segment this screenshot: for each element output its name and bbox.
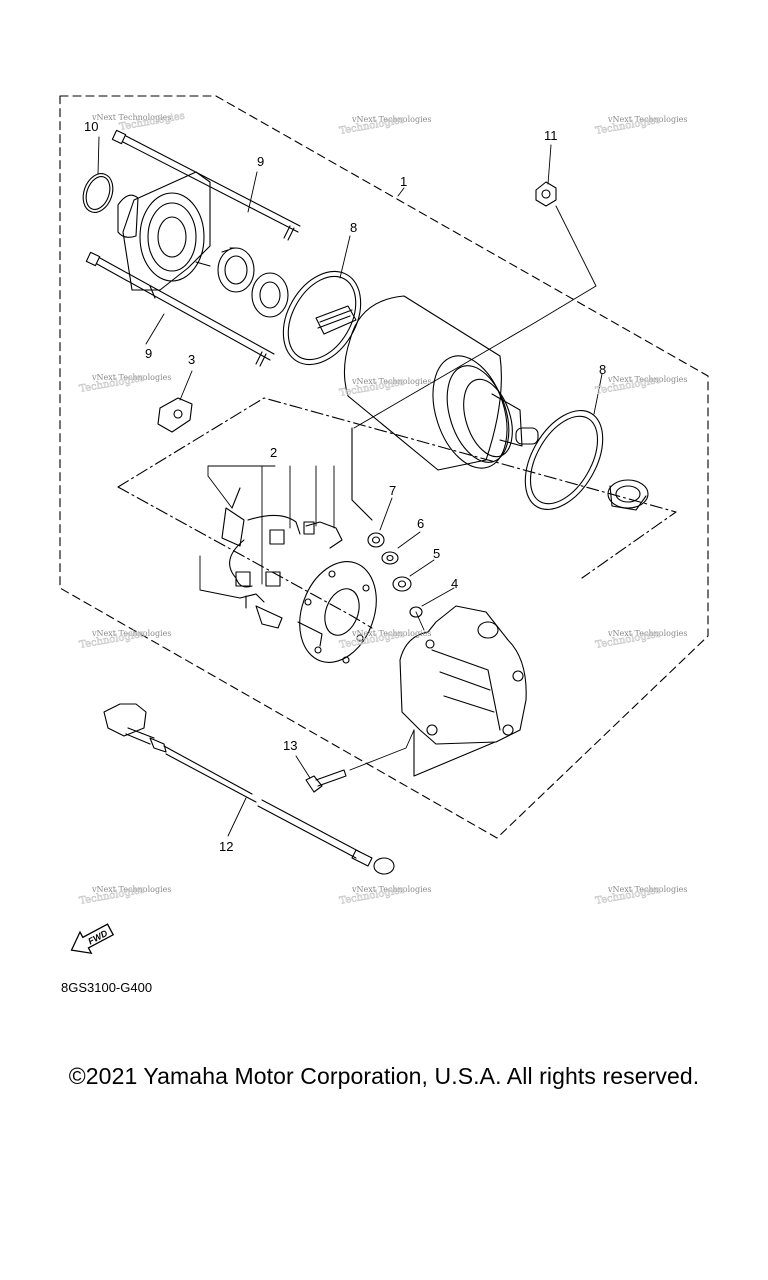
- rear-cover: [399, 605, 527, 745]
- callout-2: 2: [270, 445, 277, 460]
- svg-text:vNext Technologies: vNext Technologies: [91, 885, 171, 894]
- rear-bearing: [607, 479, 649, 511]
- oil-seal: [251, 272, 289, 318]
- svg-text:vNext Technologies: vNext Technologies: [607, 375, 687, 384]
- leader-lines: [97, 136, 603, 837]
- o-ring-8-rear: [524, 410, 604, 510]
- svg-text:vNext Technologies: vNext Technologies: [91, 629, 171, 638]
- copyright-notice: ©2021 Yamaha Motor Corporation, U.S.A. A…: [68, 1063, 700, 1089]
- assembly-boundary: [59, 95, 709, 839]
- front-cover: [117, 171, 211, 299]
- brush-set: [221, 487, 343, 647]
- svg-text:vNext Technologies: vNext Technologies: [351, 377, 431, 386]
- o-ring-10: [82, 173, 114, 213]
- brush-plate: [299, 561, 377, 664]
- needle-bearing: [217, 247, 255, 293]
- callout-1: 1: [400, 174, 407, 189]
- washer-6: [381, 551, 399, 565]
- fwd-arrow-icon: FWD: [70, 923, 115, 955]
- callout-8-front: 8: [350, 220, 357, 235]
- callout-10: 10: [84, 119, 98, 134]
- callout-3: 3: [188, 352, 195, 367]
- svg-text:vNext Technologies: vNext Technologies: [607, 115, 687, 124]
- callout-7: 7: [389, 483, 396, 498]
- svg-text:vNext Technologies: vNext Technologies: [607, 629, 687, 638]
- watermarks: vNext Technologies Technologies vNext Te…: [78, 110, 687, 907]
- through-bolt-lower: [85, 251, 275, 367]
- leader-frame-2: [413, 729, 496, 777]
- callout-8-rear: 8: [599, 362, 606, 377]
- diagram-code: 8GS3100-G400: [61, 980, 153, 995]
- svg-text:vNext Technologies: vNext Technologies: [351, 885, 431, 894]
- svg-text:vNext Technologies: vNext Technologies: [351, 115, 431, 124]
- nut-7: [367, 532, 385, 548]
- callout-labels: 1 2 3 4 5 6 7 8 8 9 9 10 11 12 13: [84, 119, 606, 854]
- brush-holder-outline: [117, 397, 677, 629]
- callout-12: 12: [219, 839, 233, 854]
- callout-11: 11: [544, 128, 558, 143]
- washer-5: [392, 576, 412, 592]
- through-bolt-upper: [111, 129, 301, 241]
- callout-5: 5: [433, 546, 440, 561]
- armature-yoke: [315, 295, 539, 471]
- nut-11: [535, 181, 557, 207]
- screw-13: [305, 769, 347, 793]
- o-ring-4: [409, 606, 423, 618]
- brush-lead-clip: [157, 397, 193, 433]
- callout-9-lower: 9: [145, 346, 152, 361]
- svg-text:vNext Technologies: vNext Technologies: [91, 373, 171, 382]
- leader-frame: [351, 427, 373, 521]
- callout-13: 13: [283, 738, 297, 753]
- svg-text:vNext Technologies: vNext Technologies: [351, 629, 431, 638]
- starter-lead-wire: [103, 703, 395, 875]
- callout-9-upper: 9: [257, 154, 264, 169]
- svg-text:vNext Technologies: vNext Technologies: [607, 885, 687, 894]
- callout-6: 6: [417, 516, 424, 531]
- callout-4: 4: [451, 576, 458, 591]
- svg-text:vNext Technologies: vNext Technologies: [91, 113, 171, 122]
